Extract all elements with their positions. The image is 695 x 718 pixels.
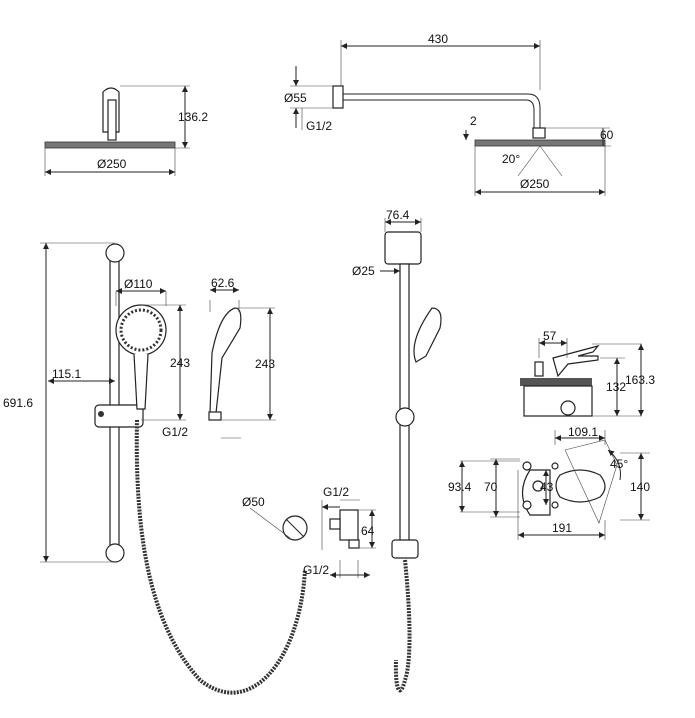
- bar-diameter-label: Ø25: [352, 264, 375, 278]
- head-height-label: 136.2: [178, 110, 208, 124]
- rain-head-side-view: 430 Ø55 G1/2 2 60 20° Ø250: [284, 32, 614, 196]
- body-height-label: 132: [606, 380, 626, 394]
- head-drop-label: 60: [600, 128, 614, 142]
- total-height-label: 163.3: [625, 373, 655, 387]
- wall-outlet: Ø50 G1/2 64 G1/2: [242, 485, 376, 578]
- handle-reach-label: 109.1: [568, 425, 598, 439]
- arm-length-label: 430: [428, 32, 448, 46]
- head-thickness-label: 2: [470, 114, 477, 128]
- hand-thread-label: G1/2: [162, 425, 188, 439]
- hand-length-side-label: 243: [255, 357, 275, 371]
- rail-height-label: 691.6: [3, 396, 33, 410]
- outlet-thread-bottom-label: G1/2: [303, 563, 329, 577]
- arm-thread-label: G1/2: [306, 119, 332, 133]
- outer-spacing-label: 93.4: [448, 480, 472, 494]
- inner-spacing-label: 70: [484, 480, 498, 494]
- hand-depth-label: 62.6: [211, 276, 235, 290]
- mixer-top-view: 109.1 45° 93.4 70 43 140 191: [448, 425, 650, 540]
- face-diameter-label: Ø110: [124, 277, 153, 291]
- flange-diameter-label: Ø55: [284, 91, 307, 105]
- bracket-width-label: 76.4: [386, 208, 410, 222]
- holder-offset-label: 115.1: [52, 367, 81, 381]
- tilt-angle-label: 20°: [502, 152, 520, 166]
- hand-length-front-label: 243: [170, 356, 190, 370]
- slide-rail-side-view: 76.4 Ø25: [352, 208, 442, 693]
- rain-head-front-view: 136.2 Ø250: [44, 85, 208, 176]
- outlet-diameter-label: Ø50: [242, 495, 265, 509]
- slide-rail-front-view: 691.6 115.1 Ø110 243 62.6 243 G1/2: [3, 242, 307, 695]
- handle-angle-label: 45°: [610, 457, 628, 471]
- plate-height-label: 140: [630, 480, 650, 494]
- mixer-width-label: 191: [552, 521, 572, 535]
- outlet-thread-top-label: G1/2: [323, 485, 349, 499]
- handle-offset-label: 57: [543, 329, 557, 343]
- mixer-side-view: 57 132 163.3: [520, 329, 655, 417]
- head-diameter-label: Ø250: [97, 157, 127, 171]
- outlet-height-label: 64: [361, 524, 375, 538]
- center-distance-label: 43: [540, 480, 554, 494]
- side-diameter-label: Ø250: [520, 177, 550, 191]
